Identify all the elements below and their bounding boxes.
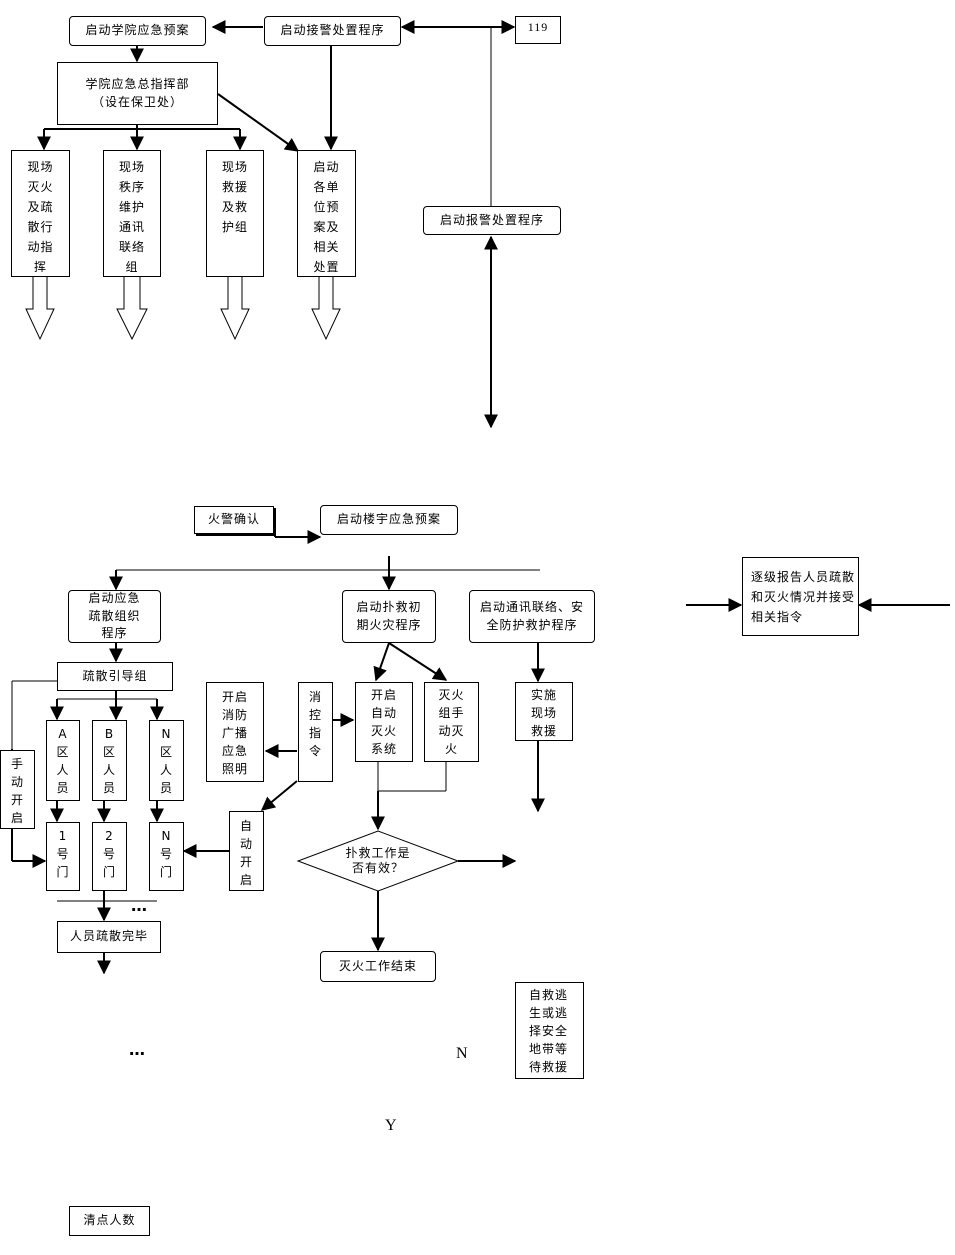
group-unit-plans-box: 启动 各单 位预 案及 相关 处置: [297, 150, 356, 277]
fire-confirm-box: 火警确认: [194, 506, 274, 534]
hollow-arrow-2: [116, 276, 148, 341]
label-n: N: [456, 1045, 468, 1062]
start-report-procedure-box: 启动报警处置程序: [423, 206, 561, 235]
arrow-command-to-unit-plans: [217, 93, 300, 152]
door-n-box: N 号 门: [149, 822, 184, 891]
fire-end-box: 灭火工作结束: [320, 951, 436, 982]
zone-n-box: N 区 人 员: [149, 720, 184, 801]
zone-a-box: A 区 人 员: [46, 720, 80, 801]
self-rescue-box: 自救逃 生或逃 择安全 地带等 待救援: [515, 982, 584, 1079]
evac-complete-box: 人员疏散完毕: [57, 921, 161, 953]
ellipsis-lower: …: [129, 1040, 146, 1059]
start-evac-procedure-box: 启动应急疏散组织程序: [68, 590, 161, 643]
headcount-box: 清点人数: [69, 1206, 150, 1236]
manual-extinguish-box: 灭火 组手 动灭 火: [424, 682, 479, 762]
broadcast-lighting-box: 开启 消防 广播 应急 照明: [206, 682, 264, 782]
arrow-control-to-auto-open: [260, 780, 298, 811]
start-comm-procedure-box: 启动通讯联络、安全防护救护程序: [469, 590, 595, 643]
evac-guide-group-box: 疏散引导组: [57, 662, 173, 691]
group-order-comm-box: 现场 秩序 维护 通讯 联络 组: [103, 150, 161, 277]
on-site-rescue-box: 实施 现场 救援: [515, 682, 573, 741]
label-y: Y: [385, 1117, 397, 1134]
ellipsis-doors: …: [131, 896, 148, 915]
arrow-firefight-to-manual: [388, 642, 448, 681]
arrow-firefight-to-auto: [373, 642, 390, 682]
hollow-arrow-4: [311, 276, 341, 341]
command-center-box: 学院应急总指挥部 （设在保卫处）: [57, 62, 218, 125]
decision-diamond: [296, 830, 460, 892]
hollow-arrow-1: [25, 276, 55, 341]
phone-119-box: 119: [515, 16, 561, 44]
zone-b-box: B 区 人 员: [92, 720, 127, 801]
decision-label: 扑救工作是 否有效？: [345, 846, 411, 875]
auto-extinguish-box: 开启 自动 灭火 系统: [355, 682, 413, 762]
control-command-box: 消 控 指 令: [298, 682, 333, 782]
group-rescue-box: 现场 救援 及救 护组: [206, 150, 264, 277]
group-fire-evac-box: 现场 灭火 及疏 散行 动指 挥: [11, 150, 70, 277]
start-firefight-procedure-box: 启动扑救初期火灾程序: [342, 590, 436, 643]
hollow-arrow-3: [220, 276, 250, 341]
start-alarm-procedure-box: 启动接警处置程序: [264, 16, 401, 46]
door-2-box: 2 号 门: [92, 822, 127, 891]
start-college-plan-box: 启动学院应急预案: [69, 16, 206, 46]
start-building-plan-box: 启动楼宇应急预案: [320, 505, 458, 535]
manual-open-box: 手 动 开 启: [0, 750, 35, 829]
escalate-report-box: 逐级报告人员疏散和灭火情况并接受相关指令: [742, 557, 859, 636]
door-1-box: 1 号 门: [46, 822, 80, 891]
auto-open-box: 自 动 开 启: [229, 811, 264, 891]
